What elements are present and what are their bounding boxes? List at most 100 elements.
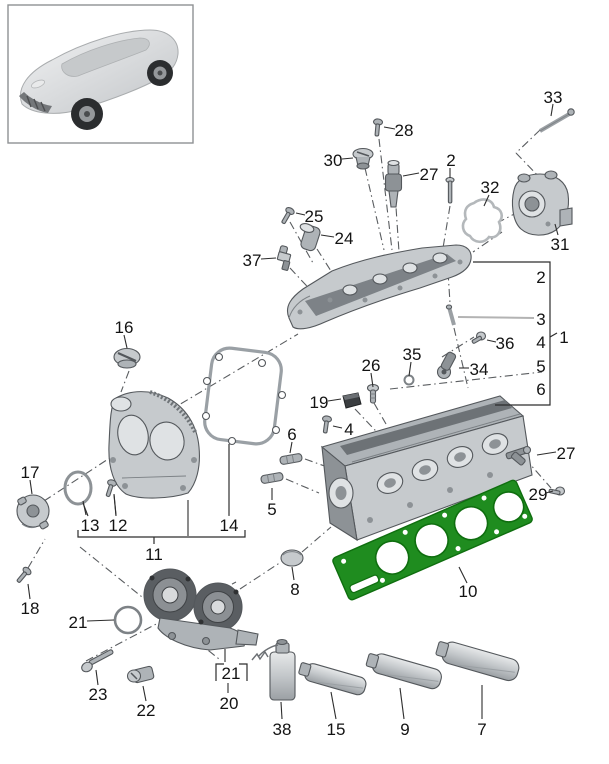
callout-leader-27: [402, 172, 420, 177]
callout-2[interactable]: 2: [446, 151, 455, 170]
callout-leader-17: [29, 479, 33, 495]
callout-leader-10: [458, 566, 468, 584]
bolt-36-part: [471, 331, 487, 344]
callout-6[interactable]: 6: [287, 425, 296, 444]
screw-12-part: [102, 478, 118, 499]
o-ring-part: [113, 605, 143, 635]
callout-14[interactable]: 14: [220, 516, 239, 535]
callout-26[interactable]: 26: [362, 356, 381, 375]
callout-25[interactable]: 25: [305, 207, 324, 226]
callout-leader-30: [341, 157, 354, 160]
callout-16[interactable]: 16: [115, 318, 134, 337]
callout-layer: 3328302723231252437163626353419465234561…: [21, 88, 576, 739]
callout-leader-12: [113, 494, 117, 517]
callout-20[interactable]: 20: [220, 694, 239, 713]
callout-12[interactable]: 12: [109, 516, 128, 535]
callout-37[interactable]: 37: [243, 251, 262, 270]
callout-36[interactable]: 36: [496, 334, 515, 353]
callout-38[interactable]: 38: [273, 720, 292, 739]
screw-26-part: [366, 383, 380, 404]
bolt-2-top-part: [445, 176, 455, 204]
callout-17[interactable]: 17: [21, 463, 40, 482]
dowel-5-part: [259, 471, 285, 485]
callout-28[interactable]: 28: [395, 121, 414, 140]
callout-21[interactable]: 21: [222, 664, 241, 683]
callout-19[interactable]: 19: [310, 393, 329, 412]
callout-34[interactable]: 34: [470, 360, 489, 379]
screw-25-part: [278, 205, 296, 226]
callout-leader-28: [383, 126, 396, 130]
callout-18[interactable]: 18: [21, 599, 40, 618]
thermostat-housing-part: [511, 170, 573, 236]
callout-6[interactable]: 6: [536, 380, 545, 399]
callout-leader-13: [82, 502, 89, 517]
callout-8[interactable]: 8: [290, 580, 299, 599]
callout-2[interactable]: 2: [536, 268, 545, 287]
callout-24[interactable]: 24: [335, 229, 354, 248]
timing-cover-gasket-part: [201, 346, 287, 446]
callout-35[interactable]: 35: [403, 345, 422, 364]
callout-1[interactable]: 1: [559, 328, 568, 347]
camshaft-sensor-part: [436, 351, 457, 380]
callout-leader-26: [370, 372, 374, 388]
sealing-cap-part: [280, 549, 304, 567]
group-bracket-21: [215, 649, 248, 693]
dowel-6-part: [278, 452, 304, 466]
callout-4[interactable]: 4: [344, 420, 353, 439]
callout-leader-9: [399, 687, 405, 720]
callout-21[interactable]: 21: [69, 613, 88, 632]
plug-22-part: [126, 665, 155, 684]
vacuum-pump-part: [143, 568, 259, 651]
callout-leader-21: [86, 619, 115, 622]
sealant-tube-7-part: [435, 641, 520, 682]
callout-23[interactable]: 23: [89, 685, 108, 704]
callout-leader-37: [260, 257, 277, 260]
callout-leader-15: [330, 691, 337, 720]
callout-4[interactable]: 4: [536, 333, 545, 352]
camshaft-housing-part: [286, 244, 472, 330]
callout-11[interactable]: 11: [145, 545, 163, 564]
group-bracket-1: [457, 261, 558, 406]
callout-27[interactable]: 27: [420, 165, 439, 184]
callout-leader-22: [142, 685, 147, 702]
callout-leader-29: [545, 490, 554, 494]
timing-cover-part: [108, 390, 200, 499]
callout-leader-6: [289, 441, 293, 454]
plug-sleeve-24-part: [299, 223, 321, 252]
callout-29[interactable]: 29: [529, 485, 548, 504]
ignition-coil-part: [384, 159, 403, 208]
callout-33[interactable]: 33: [544, 88, 563, 107]
callout-27[interactable]: 27: [557, 444, 576, 463]
callout-15[interactable]: 15: [327, 720, 346, 739]
callout-30[interactable]: 30: [324, 151, 343, 170]
callout-leader-31: [554, 223, 559, 236]
sealant-bottle-part: [251, 638, 296, 701]
vehicle-thumbnail-box: [7, 4, 194, 144]
callout-leader-35: [408, 361, 412, 377]
spark-plug-part: [276, 245, 292, 271]
sealant-tube-9-part: [365, 653, 442, 690]
callout-3[interactable]: 3: [536, 310, 545, 329]
callout-31[interactable]: 31: [551, 235, 570, 254]
callout-leader-4: [332, 425, 343, 429]
callout-9[interactable]: 9: [400, 720, 409, 739]
tee-fitting-part: [505, 445, 532, 466]
head-gasket-part: [332, 479, 533, 601]
callout-leader-23: [95, 669, 99, 686]
callout-32[interactable]: 32: [481, 178, 500, 197]
gasket-32-part: [461, 198, 504, 244]
callout-10[interactable]: 10: [459, 582, 478, 601]
callout-22[interactable]: 22: [137, 701, 156, 720]
o-ring-35-part: [403, 374, 415, 386]
sealing-cover-part: [16, 494, 50, 530]
pin-3-part: [445, 304, 456, 326]
callout-5[interactable]: 5: [536, 357, 545, 376]
oil-filler-cap-part: [113, 347, 141, 369]
sealant-tube-15-part: [298, 662, 367, 696]
bolt-4-part: [320, 414, 333, 435]
callout-5[interactable]: 5: [267, 500, 276, 519]
callout-7[interactable]: 7: [477, 720, 486, 739]
stud-33-part: [538, 108, 575, 133]
callout-13[interactable]: 13: [81, 516, 100, 535]
